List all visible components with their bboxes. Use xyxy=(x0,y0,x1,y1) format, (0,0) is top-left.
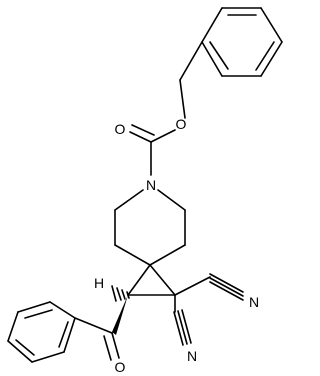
nitrile-nitrogen-lower-label: N xyxy=(187,348,197,364)
piperidine-nitrogen-label: N xyxy=(146,177,156,193)
ketone-carbonyl xyxy=(103,332,120,361)
ester-oxygen-label: O xyxy=(176,116,187,132)
nitrile-group-upper xyxy=(174,273,244,301)
nitrile-group-lower xyxy=(173,294,192,346)
benzyl-phenyl-ring xyxy=(201,7,283,77)
benzoyl-phenyl-ring xyxy=(7,301,113,363)
benzoyl-bold-wedge xyxy=(112,295,128,335)
piperidine-ring xyxy=(114,189,186,266)
nitrile-nitrogen-upper-label: N xyxy=(249,294,259,310)
cyclopropane-ring xyxy=(127,264,176,296)
ester-linkage xyxy=(129,41,203,176)
molecule-structure-diagram: O O N H O xyxy=(7,7,283,375)
carbonyl-oxygen-label: O xyxy=(115,121,126,137)
ketone-oxygen-label: O xyxy=(115,359,126,375)
stereo-hydrogen-label: H xyxy=(94,275,104,291)
